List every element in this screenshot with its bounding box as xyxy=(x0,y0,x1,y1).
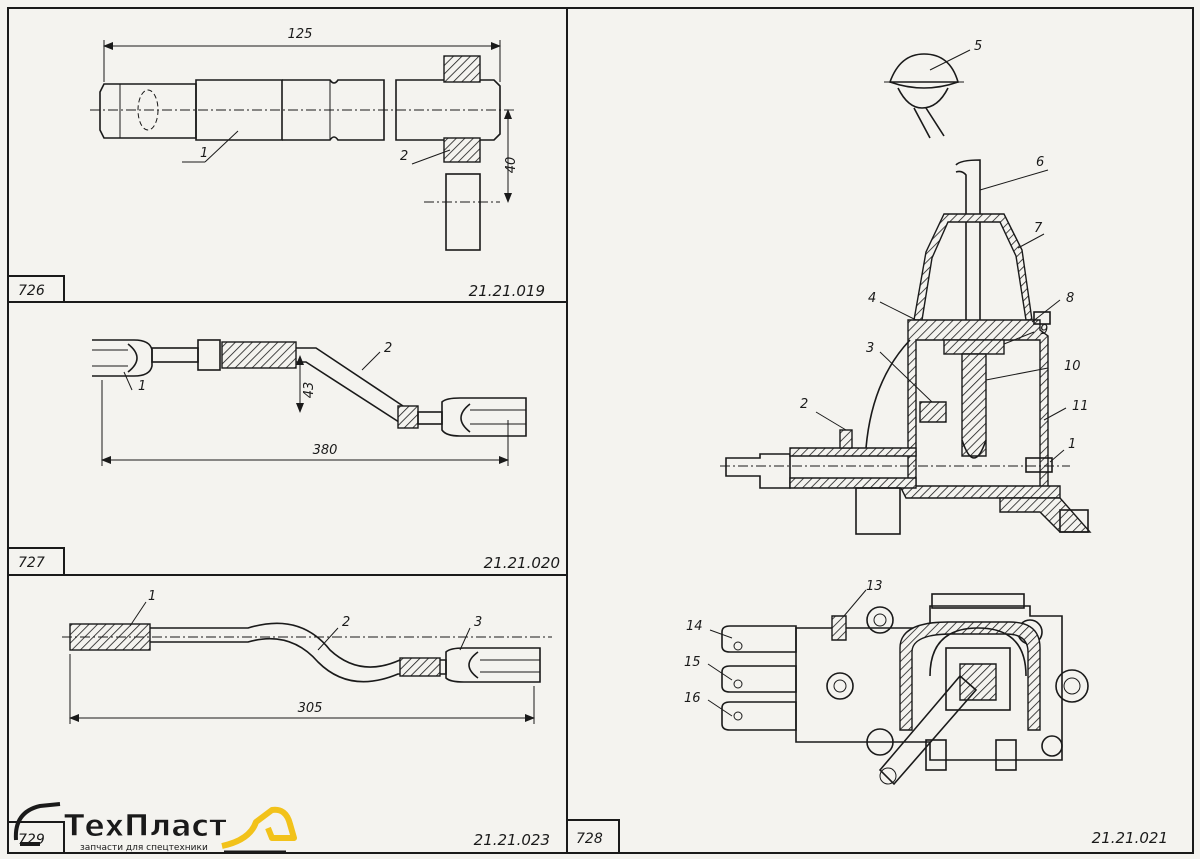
part-label-1: 1 xyxy=(200,146,208,161)
brand-logo: ТехПласт запчасти для спецтехники xyxy=(13,802,297,854)
housing-part-11 xyxy=(898,319,1092,533)
shift-knob-part-5 xyxy=(884,53,964,139)
logo-tagline: запчасти для спецтехники xyxy=(80,843,208,853)
part-label-1: 1 xyxy=(138,379,146,394)
logo-wordmark: ТехПласт xyxy=(64,809,227,844)
part-label-11: 11 xyxy=(1072,399,1089,414)
sheet-frame xyxy=(7,7,1194,854)
excavator-icon xyxy=(13,802,297,854)
lock-part-2 xyxy=(839,429,853,449)
fork-right xyxy=(417,397,527,437)
part-label-2: 2 xyxy=(400,149,408,164)
part-label-9: 9 xyxy=(1040,323,1048,338)
panel-726: 125 40 1 2 726 21.21.019 xyxy=(7,27,545,303)
dimension-height-label: 40 xyxy=(504,157,519,174)
shaft-part-1 xyxy=(90,79,515,141)
part-code: 21.21.023 xyxy=(474,831,550,849)
ball-seat-part-9 xyxy=(943,339,1005,355)
figure-number: 726 xyxy=(18,283,45,299)
part-code: 21.21.021 xyxy=(1092,829,1168,847)
part-label-2: 2 xyxy=(384,341,392,356)
part-label-7: 7 xyxy=(1034,221,1043,236)
rubber-boot-part-7 xyxy=(913,213,1033,321)
coupling-part-hatched xyxy=(221,341,297,369)
lever-part-6 xyxy=(955,159,981,331)
dimension-length-label: 380 xyxy=(313,443,338,458)
nut xyxy=(197,339,221,371)
panel-729: 305 1 2 3 729 21.21.023 xyxy=(7,589,552,854)
part-label-14: 14 xyxy=(686,619,703,634)
dimension-length-label: 305 xyxy=(298,701,323,716)
figure-number: 727 xyxy=(18,555,45,571)
part-label-2: 2 xyxy=(342,615,350,630)
part-code: 21.21.019 xyxy=(469,282,545,300)
spring-part-3 xyxy=(919,401,947,423)
panel-728: 5 6 7 11 8 4 9 10 3 xyxy=(566,39,1168,854)
part-label-16: 16 xyxy=(684,691,701,706)
bushing-side-view xyxy=(445,173,481,251)
fork-left xyxy=(92,339,199,377)
panel-727: 43 380 1 2 727 21.21.020 xyxy=(7,339,560,576)
plan-view xyxy=(721,593,1089,786)
part-label-3: 3 xyxy=(474,615,482,630)
part-code: 21.21.020 xyxy=(484,554,560,572)
lever-lower-part-10 xyxy=(961,353,987,457)
socket-part-1 xyxy=(69,623,151,651)
part-label-1: 1 xyxy=(148,589,156,604)
part-label-13: 13 xyxy=(866,579,883,594)
shift-rail-part-1 xyxy=(720,447,1070,535)
part-label-4: 4 xyxy=(868,291,876,306)
bushing-part-2-top xyxy=(443,55,481,83)
dimension-length-label: 125 xyxy=(288,27,313,42)
dimension-height-label: 43 xyxy=(302,382,317,399)
part-label-6: 6 xyxy=(1036,155,1044,170)
figure-number: 728 xyxy=(576,831,603,847)
part-label-10: 10 xyxy=(1064,359,1081,374)
part-label-1: 1 xyxy=(1068,437,1076,452)
part-label-2: 2 xyxy=(800,397,808,412)
part-label-3: 3 xyxy=(866,341,874,356)
part-label-5: 5 xyxy=(974,39,982,54)
fork-part-3 xyxy=(445,647,541,683)
part-label-8: 8 xyxy=(1066,291,1074,306)
part-label-15: 15 xyxy=(684,655,701,670)
